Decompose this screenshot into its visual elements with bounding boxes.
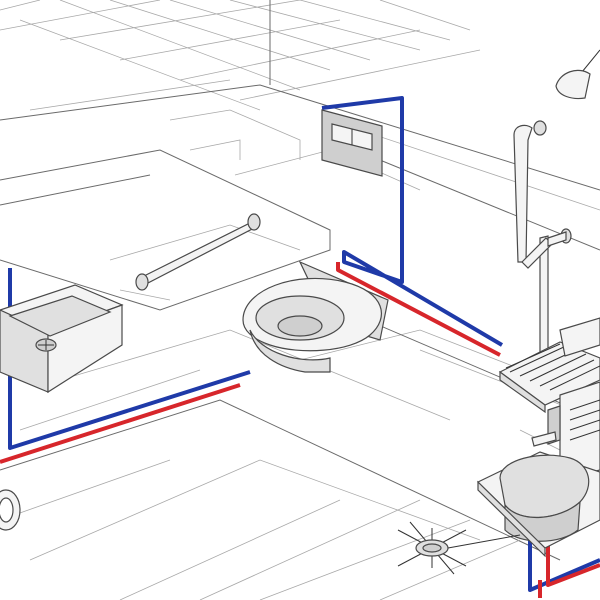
shower-head-icon: [555, 49, 600, 100]
flush-plate-icon: [321, 109, 383, 177]
sink-icon: [476, 381, 600, 558]
folding-seat-icon: [498, 317, 600, 414]
vertical-grab-bar-icon: [513, 120, 572, 363]
towel-ring-icon: [0, 489, 21, 531]
grab-bar-icon: [135, 213, 261, 291]
toilet-icon: [242, 260, 389, 373]
washbasin-icon: [0, 284, 124, 394]
floor-drain-icon: [397, 521, 521, 575]
